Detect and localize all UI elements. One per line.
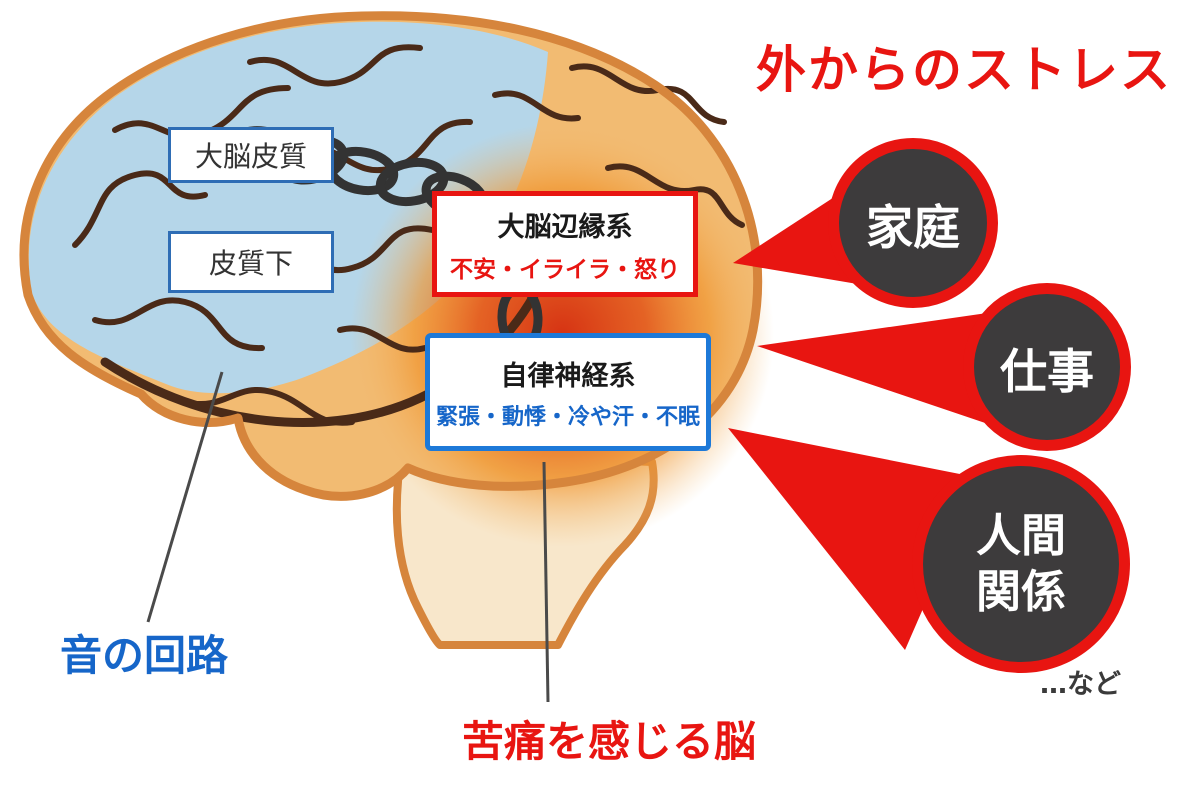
cortex-label-box: 大脳皮質: [168, 127, 334, 183]
wedge-work: [757, 310, 1008, 428]
stressor-work-label: 仕事: [1000, 344, 1094, 400]
sound-circuit-label: 音の回路: [60, 631, 229, 680]
autonomic-title: 自律神経系: [500, 360, 636, 392]
sound-circuit-line: [146, 371, 224, 623]
etc-label: …など: [1040, 669, 1121, 700]
stressor-circle-relationships: 人間関係: [912, 455, 1130, 673]
cortex-label: 大脳皮質: [194, 140, 307, 173]
stressor-relationships-label: 人間関係: [976, 508, 1067, 618]
pain-line: [542, 461, 550, 703]
stressor-home-label: 家庭: [866, 200, 960, 256]
brain-outline: [19, 11, 763, 501]
subcortex-label: 皮質下: [208, 247, 293, 280]
autonomic-symptoms: 緊張・動悸・冷や汗・不眠: [435, 404, 700, 430]
stressor-circle-home: 家庭: [828, 138, 998, 308]
subcortex-label-box: 皮質下: [168, 231, 334, 293]
stress-title: 外からのストレス: [756, 41, 1172, 99]
limbic-title: 大脳辺縁系: [497, 211, 633, 243]
autonomic-box: 自律神経系 緊張・動悸・冷や汗・不眠: [425, 333, 711, 451]
pain-label: 苦痛を感じる脳: [462, 717, 757, 766]
limbic-box: 大脳辺縁系 不安・イライラ・怒り: [432, 191, 698, 297]
pointer-lines: [146, 371, 550, 703]
stressor-circle-work: 仕事: [963, 283, 1131, 451]
limbic-symptoms: 不安・イライラ・怒り: [450, 256, 680, 283]
